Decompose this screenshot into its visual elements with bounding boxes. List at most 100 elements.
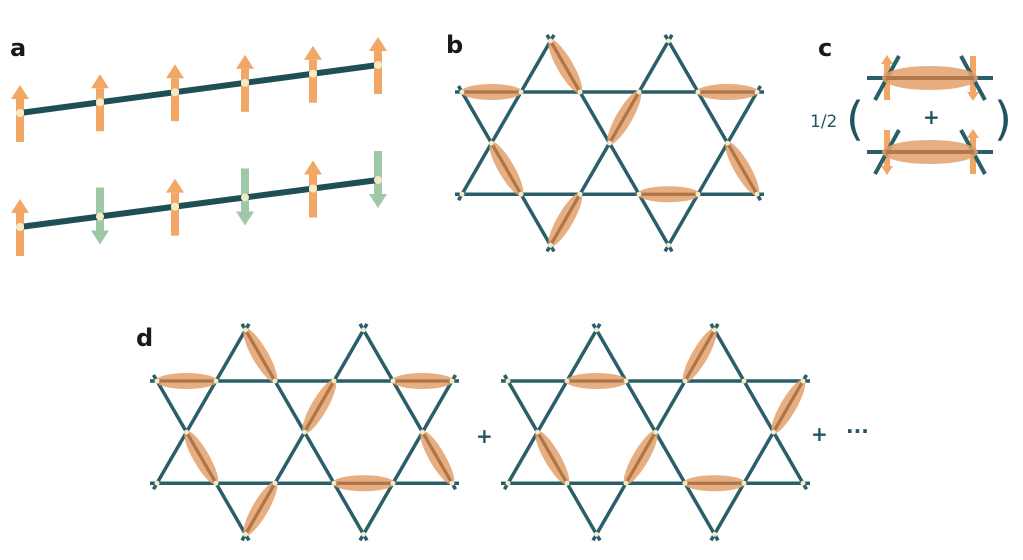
lattice-site xyxy=(241,193,249,202)
valence-bond-dimer xyxy=(565,373,628,389)
valence-bond-dimer xyxy=(302,379,337,434)
lattice-site xyxy=(712,531,717,537)
valence-bond-dimer xyxy=(155,373,218,389)
spin-arrowhead xyxy=(304,45,322,60)
plus-sign-d-2: + xyxy=(811,422,828,446)
valence-bond-dimer xyxy=(243,481,278,536)
lattice-site xyxy=(666,242,671,248)
lattice-site xyxy=(420,429,425,435)
dimer-core xyxy=(244,329,277,382)
dimer-core xyxy=(683,329,716,382)
lattice-site xyxy=(459,191,465,197)
chain-bond xyxy=(17,177,381,230)
chain-bond xyxy=(17,62,381,116)
dimer-core xyxy=(726,142,759,195)
lattice-site xyxy=(309,69,317,78)
valence-bond-dimer xyxy=(548,39,583,94)
lattice-site xyxy=(754,89,760,95)
lattice-bond xyxy=(502,322,602,491)
spin-arrowhead xyxy=(11,199,29,213)
lattice-site xyxy=(390,378,396,384)
lattice-site xyxy=(96,98,104,107)
dimer-core xyxy=(185,431,218,484)
plus-sign-d: + xyxy=(476,424,493,448)
lattice-site xyxy=(594,531,599,537)
lattice-bond xyxy=(358,374,458,542)
lattice-site xyxy=(16,109,24,117)
lattice-site xyxy=(653,429,658,435)
spin-shaft xyxy=(171,192,179,236)
spin-shaft xyxy=(96,187,104,231)
lattice-site xyxy=(272,378,278,384)
ellipsis: ··· xyxy=(846,419,869,443)
lattice-site xyxy=(489,140,494,146)
spin-down-arrow xyxy=(369,151,387,208)
lattice-site xyxy=(449,480,455,486)
spin-arrowhead xyxy=(236,54,254,69)
lattice-site xyxy=(213,378,219,384)
spin-shaft xyxy=(309,174,317,218)
lattice-site xyxy=(548,38,553,44)
spin-up-arrow xyxy=(11,199,29,256)
lattice-bond xyxy=(709,322,809,491)
spin-up-arrow xyxy=(304,160,322,218)
spin-up-arrow xyxy=(166,64,184,122)
valence-bond-dimer xyxy=(391,373,454,389)
lattice-site xyxy=(695,89,701,95)
spin-arrowhead xyxy=(166,64,184,79)
dimer-core xyxy=(303,380,336,433)
lattice-site xyxy=(636,89,642,95)
valence-bond-dimer xyxy=(243,328,278,383)
lattice-site xyxy=(712,327,717,333)
lattice-site xyxy=(518,89,524,95)
spin-up-arrow xyxy=(304,45,322,103)
lattice-site xyxy=(331,480,337,486)
close-paren: ) xyxy=(994,92,1012,146)
valence-bond-dimer xyxy=(696,84,759,100)
valence-bond-dimer xyxy=(623,430,658,485)
lattice-bond xyxy=(456,33,556,202)
lattice-site xyxy=(771,429,776,435)
lattice-site xyxy=(800,378,806,384)
spin-arrowhead xyxy=(166,178,184,193)
dimer-core xyxy=(244,482,277,535)
spin-shaft xyxy=(171,78,179,122)
lattice-site xyxy=(374,176,382,184)
lattice-site xyxy=(725,140,730,146)
lattice-site xyxy=(607,140,612,146)
spin-down-arrow xyxy=(881,166,893,175)
open-paren: ( xyxy=(846,92,864,146)
spin-arrowhead xyxy=(369,37,387,51)
lattice-site xyxy=(374,61,382,69)
valence-bond-dimer xyxy=(535,430,570,485)
panel-d-kagome-config-1 xyxy=(150,322,459,542)
spin-up-arrow xyxy=(11,85,29,142)
lattice-bond xyxy=(663,85,763,253)
lattice-site xyxy=(243,531,248,537)
dimer-core xyxy=(772,380,805,433)
spin-up-arrow xyxy=(91,74,109,132)
spin-shaft xyxy=(241,168,249,212)
panel-label-c: c xyxy=(818,34,832,62)
singlet-pair xyxy=(867,129,993,175)
spin-up-arrow xyxy=(369,37,387,94)
valence-bond-dimer xyxy=(332,475,395,492)
lattice-site xyxy=(309,184,317,193)
lattice-site xyxy=(243,327,248,333)
valence-bond-dimer xyxy=(184,430,219,485)
spin-down-arrow xyxy=(236,168,254,226)
lattice-site xyxy=(577,89,583,95)
valence-bond-dimer xyxy=(548,192,583,247)
lattice-site xyxy=(666,38,671,44)
panel-a-spin-chains xyxy=(11,37,387,256)
panel-label-b: b xyxy=(446,31,463,59)
lattice-site xyxy=(449,378,455,384)
lattice-site xyxy=(741,480,747,486)
lattice-site xyxy=(682,480,688,486)
lattice-site xyxy=(154,378,160,384)
panel-label-a: a xyxy=(10,34,26,62)
spin-up-arrow xyxy=(881,55,893,64)
lattice-site xyxy=(171,202,179,211)
panel-d-kagome-config-2 xyxy=(501,322,810,542)
